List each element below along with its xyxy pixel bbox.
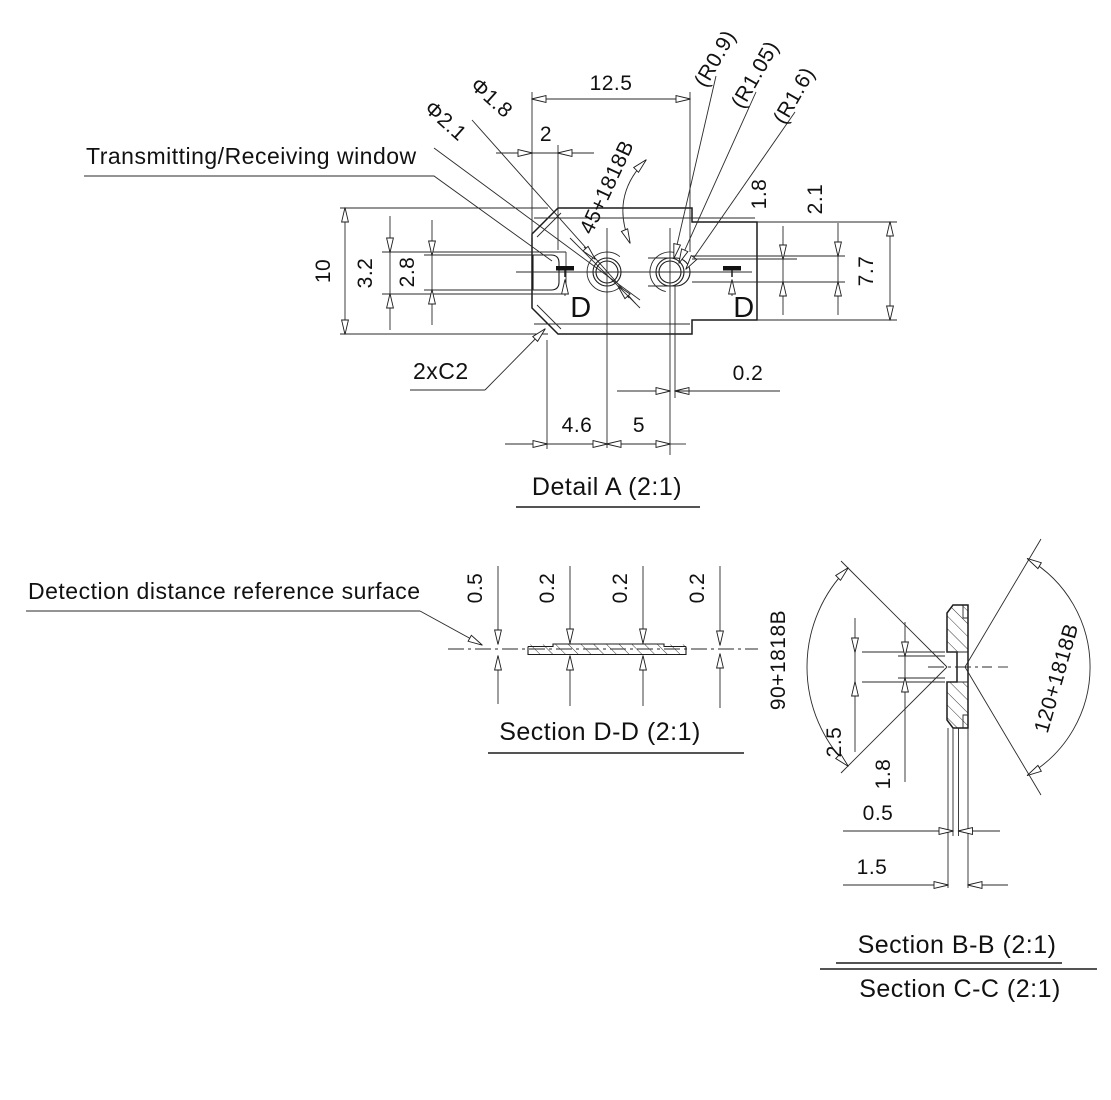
dim-text-height-left: 10 bbox=[312, 259, 335, 283]
dim-radii: (R0.9) (R1.05) (R1.6) bbox=[673, 26, 820, 270]
detail-a-view: D D 12.5 2 Φ1.8 Φ2.1 bbox=[84, 26, 897, 508]
dim-text-dd-2: 0.2 bbox=[536, 573, 559, 604]
dim-text-overall-width: 12.5 bbox=[590, 72, 633, 95]
dim-text-dd-1: 0.5 bbox=[464, 573, 487, 604]
dim-neck-width: 0.5 bbox=[843, 802, 1000, 835]
reference-surface-label: Detection distance reference surface bbox=[28, 578, 421, 604]
dim-text-height-right: 7.7 bbox=[855, 256, 878, 287]
section-dd-view: 0.5 0.2 0.2 0.2 Detection distance refer… bbox=[26, 566, 758, 754]
centerlines bbox=[516, 228, 752, 455]
dim-height-left: 10 bbox=[312, 207, 548, 335]
dim-plate-thicknesses: 0.5 0.2 0.2 0.2 bbox=[464, 566, 724, 708]
dim-lens-thickness: 1.5 bbox=[843, 856, 1008, 889]
chamfer-callout: 2xC2 bbox=[410, 328, 546, 391]
dim-text-lens-thickness: 1.5 bbox=[857, 856, 888, 879]
dim-slot-heights: 1.8 2.1 bbox=[692, 179, 845, 315]
dim-text-dia-large: Φ2.1 bbox=[420, 97, 471, 146]
section-letter-right: D bbox=[733, 292, 754, 324]
dim-text-pitch-window-lens: 4.6 bbox=[562, 414, 593, 437]
dim-text-angle-right: 120+1818B bbox=[1030, 621, 1083, 736]
dim-text-radius-1: (R0.9) bbox=[690, 26, 741, 91]
dim-text-radius-3: (R1.6) bbox=[769, 63, 820, 128]
dim-height-right: 7.7 bbox=[757, 221, 897, 321]
dim-overall-width: 12.5 bbox=[531, 72, 691, 252]
section-bb-title: Section B-B (2:1) bbox=[858, 931, 1057, 959]
section-bb-cc-view: 90+1818B 120+1818B 2.5 1.8 bbox=[767, 538, 1097, 1003]
reference-surface-callout: Detection distance reference surface bbox=[26, 578, 483, 646]
section-dd-title: Section D-D (2:1) bbox=[499, 718, 701, 746]
dim-text-angle-left: 90+1818B bbox=[767, 610, 790, 710]
section-cc-title: Section C-C (2:1) bbox=[859, 975, 1061, 1003]
detail-a-title: Detail A (2:1) bbox=[532, 473, 682, 501]
lens-section bbox=[946, 604, 969, 729]
dim-text-angle-axis: 45+1818B bbox=[575, 137, 638, 238]
dim-text-dd-3: 0.2 bbox=[609, 573, 632, 604]
dim-lens-pitch: 4.6 5 bbox=[505, 414, 686, 448]
dim-edge-offset: 0.2 bbox=[617, 362, 780, 395]
dim-text-slot-height-2: 2.1 bbox=[804, 184, 827, 215]
dim-text-depth-1: 2.5 bbox=[823, 727, 846, 758]
dim-text-dia-small: Φ1.8 bbox=[466, 74, 517, 123]
lens-centerlines bbox=[928, 666, 1008, 888]
dim-angle-axis: 45+1818B bbox=[569, 137, 647, 309]
dim-text-pitch-lens-lens: 5 bbox=[633, 414, 645, 437]
dim-text-depth-2: 1.8 bbox=[872, 759, 895, 790]
dim-text-dd-4: 0.2 bbox=[686, 573, 709, 604]
detail-a-title-block: Detail A (2:1) bbox=[516, 473, 700, 508]
dim-text-radius-2: (R1.05) bbox=[727, 37, 784, 112]
window-plate-section bbox=[527, 643, 687, 656]
section-dd-title-block: Section D-D (2:1) bbox=[488, 718, 744, 754]
section-bb-cc-title-block: Section B-B (2:1) Section C-C (2:1) bbox=[820, 931, 1097, 1003]
section-cut-marks: D D bbox=[556, 266, 754, 324]
dim-text-edge-offset: 0.2 bbox=[733, 362, 764, 385]
dim-text-neck-width: 0.5 bbox=[863, 802, 894, 825]
section-letter-left: D bbox=[570, 292, 591, 324]
window-callout: Transmitting/Receiving window bbox=[84, 143, 553, 262]
dim-text-pocket-height: 3.2 bbox=[354, 258, 377, 289]
chamfer-label: 2xC2 bbox=[413, 358, 469, 384]
dim-text-slot-height-1: 1.8 bbox=[748, 179, 771, 210]
window-label: Transmitting/Receiving window bbox=[86, 143, 417, 169]
dim-pocket-height: 3.2 bbox=[354, 216, 394, 330]
dim-text-window-height: 2.8 bbox=[396, 257, 419, 288]
dim-text-window-width: 2 bbox=[540, 123, 552, 146]
dim-angle-left: 90+1818B bbox=[767, 560, 948, 774]
dim-lens-depths: 2.5 1.8 bbox=[823, 618, 945, 789]
dim-window-height: 2.8 bbox=[396, 220, 533, 325]
